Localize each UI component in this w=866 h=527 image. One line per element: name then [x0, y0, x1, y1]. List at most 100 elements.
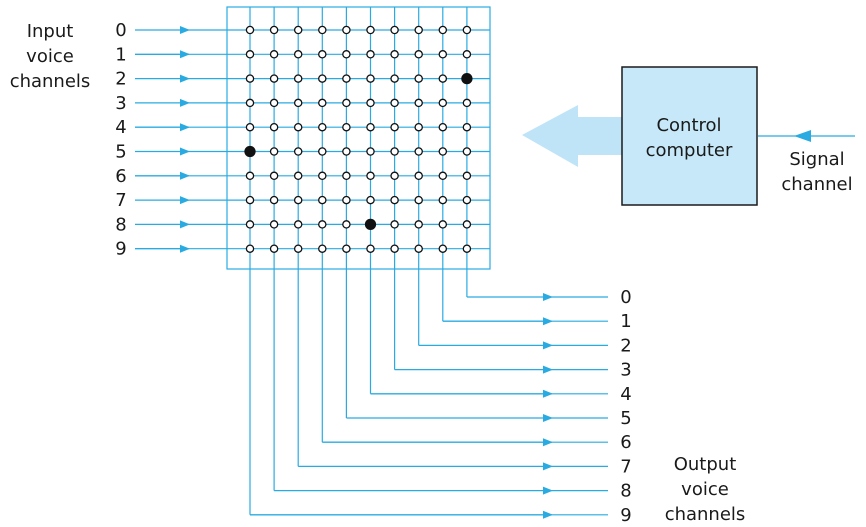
crosspoint-5-1 — [438, 147, 448, 156]
crosspoint-8-8 — [269, 220, 279, 229]
crosspoint-6-2 — [414, 171, 423, 181]
crosspoint-1-5 — [342, 50, 351, 59]
crosspoint-9-3 — [390, 244, 399, 253]
crosspoint-3-4 — [366, 98, 375, 108]
output-label-line3: channels — [665, 504, 746, 525]
crosspoint-2-3 — [390, 74, 399, 83]
closed-crosspoint-2-0 — [461, 72, 473, 85]
crosspoint-6-9 — [245, 171, 255, 181]
crosspoint-7-3 — [390, 195, 399, 205]
crosspoint-3-9 — [245, 98, 255, 108]
crosspoint-7-8 — [269, 195, 279, 205]
crosspoint-4-8 — [269, 122, 279, 132]
crosspoint-1-9 — [245, 50, 255, 59]
control-computer-box — [621, 66, 758, 206]
output-number-7: 7 — [620, 456, 631, 477]
crosspoint-2-6 — [318, 74, 327, 83]
crosspoint-6-8 — [269, 171, 279, 181]
crosspoint-5-5 — [342, 147, 351, 156]
crosspoint-1-3 — [390, 50, 399, 59]
crosspoint-8-1 — [438, 220, 448, 229]
input-label-line2: voice — [26, 46, 74, 67]
crosspoint-0-9 — [245, 25, 255, 35]
input-label-line1: Input — [27, 21, 74, 42]
crosspoint-8-3 — [390, 220, 399, 229]
crosspoint-4-0 — [462, 122, 472, 132]
crosspoint-2-2 — [414, 74, 423, 83]
output-number-2: 2 — [620, 335, 631, 356]
crosspoint-6-3 — [390, 171, 399, 181]
crosspoint-4-1 — [438, 122, 448, 132]
crosspoint-7-1 — [438, 195, 448, 205]
crosspoint-2-7 — [293, 74, 303, 83]
crosspoint-5-8 — [269, 147, 279, 156]
output-number-1: 1 — [620, 311, 631, 332]
crosspoint-0-7 — [293, 25, 303, 35]
crosspoint-1-2 — [414, 50, 423, 59]
crosspoint-0-3 — [390, 25, 399, 35]
crosspoint-7-0 — [462, 195, 472, 205]
crosspoint-3-6 — [318, 98, 327, 108]
crosspoint-6-0 — [462, 171, 472, 181]
crosspoint-5-6 — [318, 147, 327, 156]
output-number-5: 5 — [620, 408, 631, 429]
crosspoint-3-0 — [462, 98, 472, 108]
input-number-7: 7 — [115, 190, 126, 211]
crosspoint-4-7 — [293, 122, 303, 132]
input-number-2: 2 — [115, 69, 126, 90]
output-number-4: 4 — [620, 384, 631, 405]
crosspoint-4-3 — [390, 122, 399, 132]
crosspoint-2-8 — [269, 74, 279, 83]
crosspoint-9-4 — [366, 244, 375, 253]
input-number-6: 6 — [115, 166, 126, 187]
crosspoint-1-4 — [366, 50, 375, 59]
crosspoint-8-5 — [342, 220, 351, 229]
crosspoint-8-0 — [462, 220, 472, 229]
input-number-1: 1 — [115, 44, 126, 65]
crosspoint-6-5 — [342, 171, 351, 181]
input-lines — [135, 26, 490, 253]
control-label-line1: Control — [656, 115, 721, 136]
crosspoint-4-9 — [245, 122, 255, 132]
signal-arrowhead — [794, 130, 811, 142]
input-number-0: 0 — [115, 20, 126, 41]
input-number-9: 9 — [115, 239, 126, 260]
crosspoint-1-6 — [318, 50, 327, 59]
crosspoint-9-0 — [462, 244, 472, 253]
crosspoint-3-5 — [342, 98, 351, 108]
crosspoint-6-4 — [366, 171, 375, 181]
output-lines — [249, 7, 608, 519]
output-number-8: 8 — [620, 481, 631, 502]
input-label-line3: channels — [10, 71, 91, 92]
crosspoint-9-6 — [318, 244, 327, 253]
output-number-9: 9 — [620, 505, 631, 526]
crosspoint-5-3 — [390, 147, 399, 156]
crosspoint-7-5 — [342, 195, 351, 205]
crosspoints — [244, 25, 473, 253]
crosspoint-1-7 — [293, 50, 303, 59]
output-label-line2: voice — [681, 479, 729, 500]
input-number-5: 5 — [115, 142, 126, 163]
crosspoint-6-7 — [293, 171, 303, 181]
input-number-8: 8 — [115, 214, 126, 235]
crosspoint-2-1 — [438, 74, 448, 83]
crosspoint-7-2 — [414, 195, 423, 205]
crosspoint-4-6 — [318, 122, 327, 132]
crosspoint-0-4 — [366, 25, 375, 35]
crosspoint-5-2 — [414, 147, 423, 156]
output-number-6: 6 — [620, 432, 631, 453]
crosspoint-7-6 — [318, 195, 327, 205]
crosspoint-0-5 — [342, 25, 351, 35]
crosspoint-7-4 — [366, 195, 375, 205]
crosspoint-8-7 — [293, 220, 303, 229]
crosspoint-5-0 — [462, 147, 472, 156]
crosspoint-3-3 — [390, 98, 399, 108]
crosspoint-1-1 — [438, 50, 448, 59]
crosspoint-3-2 — [414, 98, 423, 108]
crosspoint-3-7 — [293, 98, 303, 108]
input-number-4: 4 — [115, 117, 126, 138]
crosspoint-3-1 — [438, 98, 448, 108]
signal-label-line1: Signal — [789, 149, 844, 170]
